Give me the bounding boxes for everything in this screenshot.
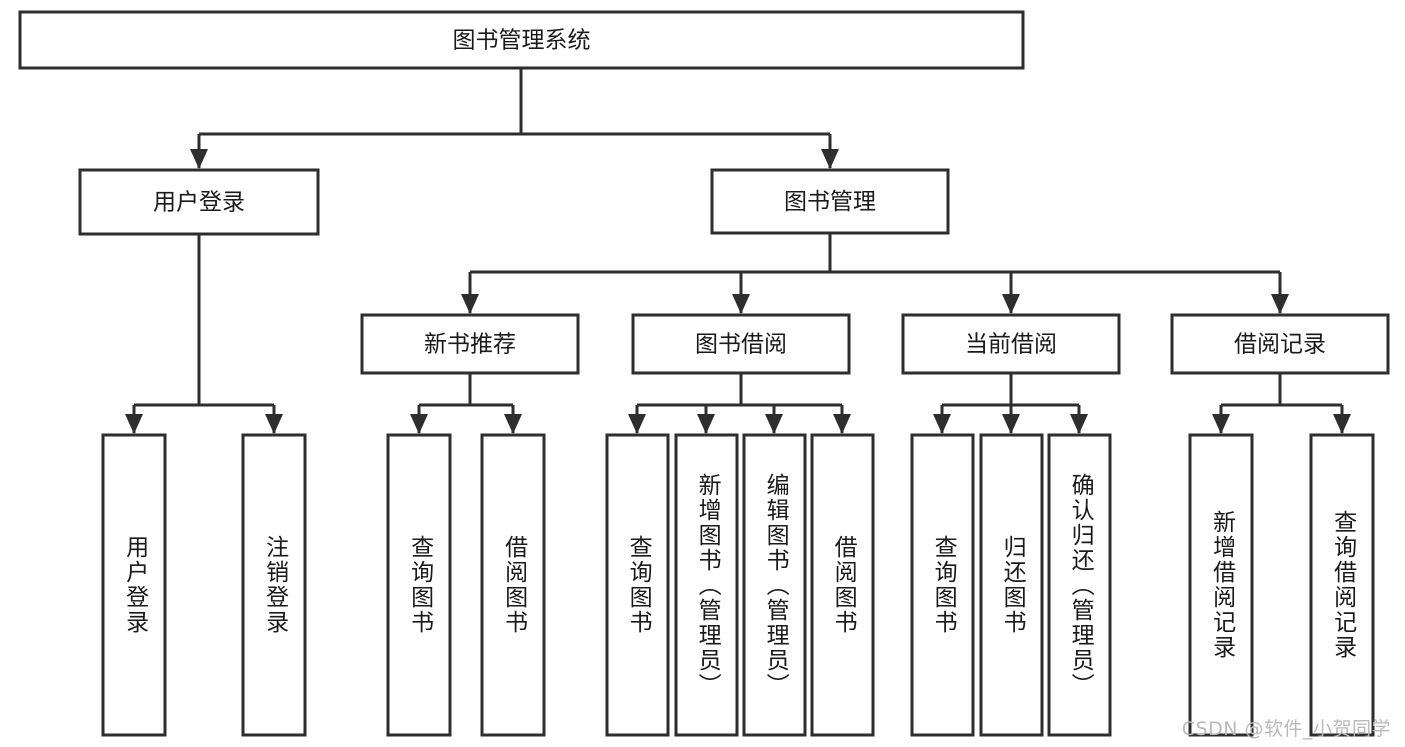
node-label: 图书管理 <box>784 189 876 215</box>
arrow-head-icon <box>765 414 783 434</box>
node-label: 新书推荐 <box>424 332 516 358</box>
arrow-head-icon <box>833 414 851 434</box>
node-leaf-logout[interactable] <box>241 433 307 737</box>
node-user-login[interactable] <box>78 168 320 236</box>
arrow-head-icon <box>1002 414 1020 434</box>
watermark-text: CSDN @软件_小贺同学 <box>1181 718 1391 740</box>
node-leaf-return-book[interactable] <box>979 433 1044 737</box>
arrow-head-icon <box>628 414 646 434</box>
arrow-head-icon <box>1271 294 1289 314</box>
arrow-head-icon <box>410 414 428 434</box>
node-leaf-confirm-return[interactable] <box>1047 433 1112 737</box>
arrow-head-icon <box>190 149 208 169</box>
node-book-borrow[interactable] <box>631 313 851 375</box>
node-label: 当前借阅 <box>965 332 1057 358</box>
node-current-borrow[interactable] <box>901 313 1121 375</box>
node-leaf-query-book-1[interactable] <box>386 433 452 737</box>
arrow-head-icon <box>1333 414 1351 434</box>
arrow-head-icon <box>697 414 715 434</box>
node-leaf-query-book-3[interactable] <box>910 433 975 737</box>
arrow-head-icon <box>265 414 283 434</box>
node-leaf-add-book[interactable] <box>674 433 739 737</box>
node-new-book-recommend[interactable] <box>360 313 580 375</box>
arrow-head-icon <box>504 414 522 434</box>
arrow-head-icon <box>1070 414 1088 434</box>
arrow-head-icon <box>732 294 750 314</box>
node-label: 图书管理系统 <box>453 28 591 54</box>
arrow-head-icon <box>821 149 839 169</box>
node-leaf-user-login[interactable] <box>101 433 167 737</box>
node-root-title-box[interactable] <box>18 10 1025 70</box>
arrow-head-icon <box>125 414 143 434</box>
node-leaf-edit-book[interactable] <box>742 433 807 737</box>
node-label: 借阅记录 <box>1234 332 1326 358</box>
node-leaf-query-record[interactable] <box>1309 433 1375 737</box>
node-leaf-borrow-book-2[interactable] <box>810 433 875 737</box>
arrow-head-icon <box>933 414 951 434</box>
arrow-head-icon <box>461 294 479 314</box>
node-label: 图书借阅 <box>695 332 787 358</box>
node-book-manage[interactable] <box>710 168 950 235</box>
node-leaf-add-record[interactable] <box>1188 433 1254 737</box>
arrow-head-icon <box>1002 294 1020 314</box>
node-leaf-query-book-2[interactable] <box>605 433 670 737</box>
node-borrow-record[interactable] <box>1170 313 1390 375</box>
node-label: 用户登录 <box>153 190 245 216</box>
node-leaf-borrow-book-1[interactable] <box>480 433 546 737</box>
arrow-head-icon <box>1212 414 1230 434</box>
